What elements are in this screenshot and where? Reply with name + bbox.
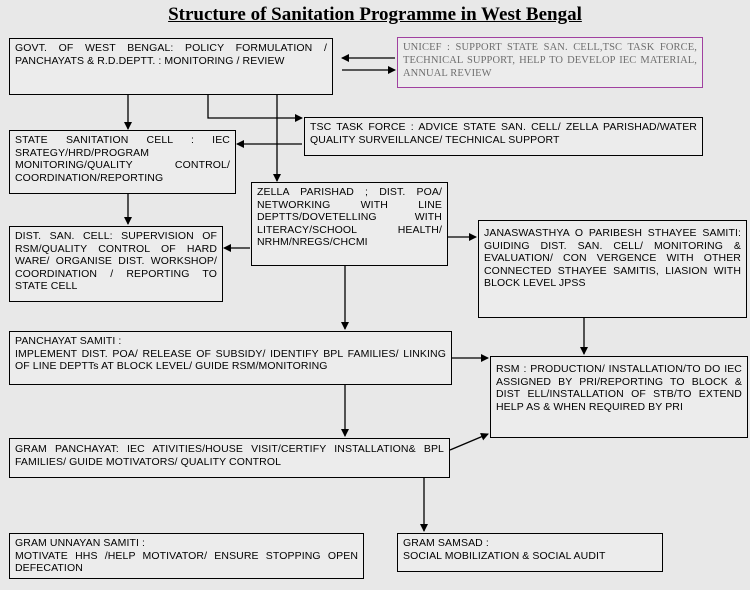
- gram-unnayan-samiti-box: GRAM UNNAYAN SAMITI : MOTIVATE HHS /HELP…: [9, 533, 364, 579]
- zella-parishad-text: ZELLA PARISHAD ; DIST. POA/ NETWORKING W…: [257, 186, 442, 249]
- panchayat-samiti-text: IMPLEMENT DIST. POA/ RELEASE OF SUBSIDY/…: [15, 347, 446, 373]
- govt-west-bengal-box: GOVT. OF WEST BENGAL: POLICY FORMULATION…: [9, 38, 333, 95]
- unicef-text: UNICEF : SUPPORT STATE SAN. CELL,TSC TAS…: [403, 42, 697, 79]
- gram-samsad-text: SOCIAL MOBILIZATION & SOCIAL AUDIT: [403, 549, 606, 562]
- gram-samsad-box: GRAM SAMSAD : SOCIAL MOBILIZATION & SOCI…: [397, 533, 663, 572]
- rsm-text: RSM : PRODUCTION/ INSTALLATION/TO DO IEC…: [496, 363, 742, 413]
- state-sanitation-cell-box: STATE SANITATION CELL : IEC SRATEGY/HRD/…: [9, 130, 236, 194]
- gram-unnayan-samiti-title: GRAM UNNAYAN SAMITI :: [15, 537, 146, 549]
- gram-samsad-title: GRAM SAMSAD :: [403, 537, 489, 549]
- gram-panchayat-text: GRAM PANCHAYAT: IEC ATIVITIES/HOUSE VISI…: [15, 443, 444, 468]
- dist-san-cell-box: DIST. SAN. CELL: SUPERVISION OF RSM/QUAL…: [9, 226, 223, 302]
- janaswasthya-text: JANASWASTHYA O PARIBESH STHAYEE SAMITI: …: [484, 227, 741, 290]
- dist-san-cell-text: DIST. SAN. CELL: SUPERVISION OF RSM/QUAL…: [15, 230, 217, 293]
- gram-unnayan-samiti-text: MOTIVATE HHS /HELP MOTIVATOR/ ENSURE STO…: [15, 549, 358, 575]
- tsc-task-force-box: TSC TASK FORCE : ADVICE STATE SAN. CELL/…: [304, 117, 703, 156]
- tsc-task-force-text: TSC TASK FORCE : ADVICE STATE SAN. CELL/…: [310, 121, 697, 146]
- panchayat-samiti-title: PANCHAYAT SAMITI :: [15, 335, 122, 347]
- arrow-govt-to-tsc: [207, 94, 303, 122]
- state-sanitation-cell-text: STATE SANITATION CELL : IEC SRATEGY/HRD/…: [15, 134, 230, 184]
- rsm-box: RSM : PRODUCTION/ INSTALLATION/TO DO IEC…: [490, 356, 748, 438]
- govt-west-bengal-text: GOVT. OF WEST BENGAL: POLICY FORMULATION…: [15, 42, 327, 67]
- panchayat-samiti-box: PANCHAYAT SAMITI : IMPLEMENT DIST. POA/ …: [9, 331, 452, 385]
- arrow-grampanchayat-to-rsm: [449, 433, 489, 451]
- gram-panchayat-box: GRAM PANCHAYAT: IEC ATIVITIES/HOUSE VISI…: [9, 438, 450, 478]
- zella-parishad-box: ZELLA PARISHAD ; DIST. POA/ NETWORKING W…: [251, 182, 448, 266]
- diagram-title: Structure of Sanitation Programme in Wes…: [168, 4, 582, 25]
- janaswasthya-box: JANASWASTHYA O PARIBESH STHAYEE SAMITI: …: [478, 220, 747, 318]
- unicef-box: UNICEF : SUPPORT STATE SAN. CELL,TSC TAS…: [397, 37, 703, 88]
